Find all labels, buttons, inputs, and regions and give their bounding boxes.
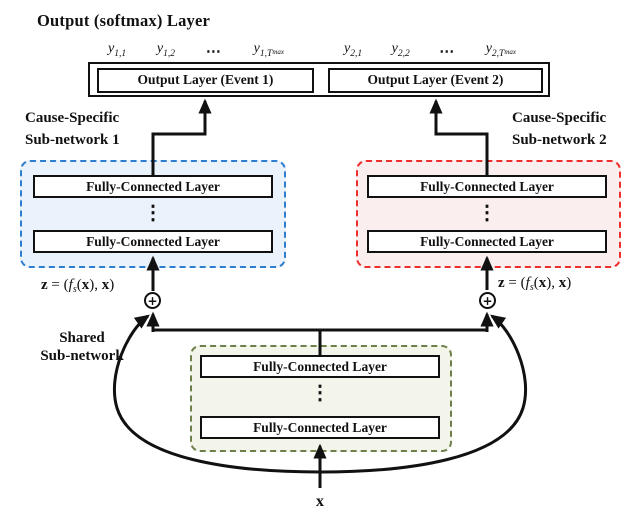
subnet1-fc-bottom-box: Fully-Connected Layer: [33, 230, 273, 253]
y-2-1-label: y2,1: [344, 41, 363, 59]
output-layer-event1-box: Output Layer (Event 1): [97, 67, 314, 93]
z-formula-left: z = (fs(x), x): [41, 277, 115, 295]
output-labels-event1: y1,1 y1,2 ⋯ y1,Tmax: [108, 41, 284, 60]
output-layer-event2-box: Output Layer (Event 2): [328, 67, 543, 93]
y-2-tmax-label: y2,Tmax: [485, 41, 516, 59]
subnet2-fc-top-box: Fully-Connected Layer: [367, 175, 607, 198]
ellipsis: ⋯: [439, 44, 457, 60]
y-1-1-label: y1,1: [108, 41, 127, 59]
y-1-2-label: y1,2: [156, 41, 176, 59]
subnet1-vertical-ellipsis: ⋮: [143, 202, 163, 224]
shared-subnetwork-label: Shared Sub-network: [40, 330, 124, 364]
concat-plus-icon-right: +: [479, 292, 496, 309]
subnet1-fc-top-box: Fully-Connected Layer: [33, 175, 273, 198]
subnet2-fc-bottom-box: Fully-Connected Layer: [367, 230, 607, 253]
shared-fc-top-box: Fully-Connected Layer: [200, 355, 440, 378]
shared-vertical-ellipsis: ⋮: [310, 382, 330, 404]
z-formula-right: z = (fs(x), x): [498, 275, 572, 293]
subnet1-label: Cause-Specific Sub-network 1: [25, 110, 120, 148]
concat-plus-icon-left: +: [144, 292, 161, 309]
subnet2-label: Cause-Specific Sub-network 2: [512, 110, 607, 148]
subnet2-vertical-ellipsis: ⋮: [477, 202, 497, 224]
shared-fc-bottom-box: Fully-Connected Layer: [200, 416, 440, 439]
diagram-title: Output (softmax) Layer: [37, 11, 211, 30]
y-1-tmax-label: y1,Tmax: [253, 41, 284, 59]
output-labels-event2: y2,1 y2,2 ⋯ y2,Tmax: [344, 41, 516, 60]
y-2-2-label: y2,2: [391, 41, 410, 59]
ellipsis: ⋯: [205, 44, 223, 60]
input-x-label: x: [316, 493, 324, 510]
